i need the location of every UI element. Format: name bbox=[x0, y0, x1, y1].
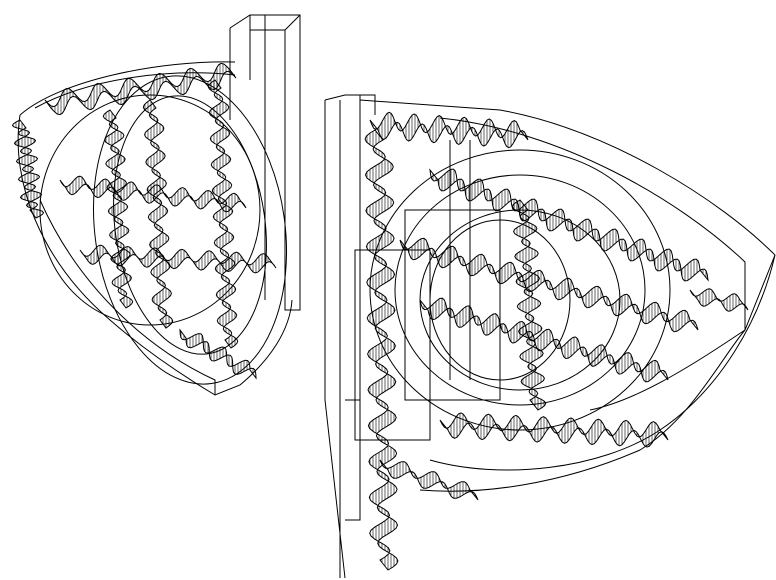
gear-teeth-strip bbox=[439, 412, 669, 448]
gear-teeth-strip bbox=[364, 129, 399, 571]
left-gear-shell bbox=[11, 14, 301, 396]
right-shell-outline bbox=[359, 99, 776, 492]
left-plate bbox=[229, 14, 301, 311]
gear-teeth-strip bbox=[399, 237, 699, 333]
gear-teeth-strip bbox=[689, 288, 749, 312]
right-gear-shell bbox=[324, 94, 776, 579]
gear-teeth-strip bbox=[369, 111, 529, 149]
gear-teeth-strip bbox=[79, 244, 277, 274]
gear-teeth-strip bbox=[11, 119, 45, 219]
gear-teeth-strip bbox=[142, 99, 174, 329]
gear-teeth-strip bbox=[207, 79, 239, 349]
left-shell-outline bbox=[17, 61, 293, 396]
gear-teeth-strip bbox=[179, 328, 257, 380]
gear-teeth-strip bbox=[102, 109, 134, 309]
right-plate bbox=[324, 94, 376, 579]
gear-teeth-strip bbox=[511, 199, 547, 411]
gear-teeth-strip bbox=[419, 297, 669, 383]
gear-teeth-strip bbox=[379, 459, 479, 501]
gear-teeth-strip bbox=[59, 175, 247, 213]
gear-teeth-strip bbox=[44, 62, 237, 116]
